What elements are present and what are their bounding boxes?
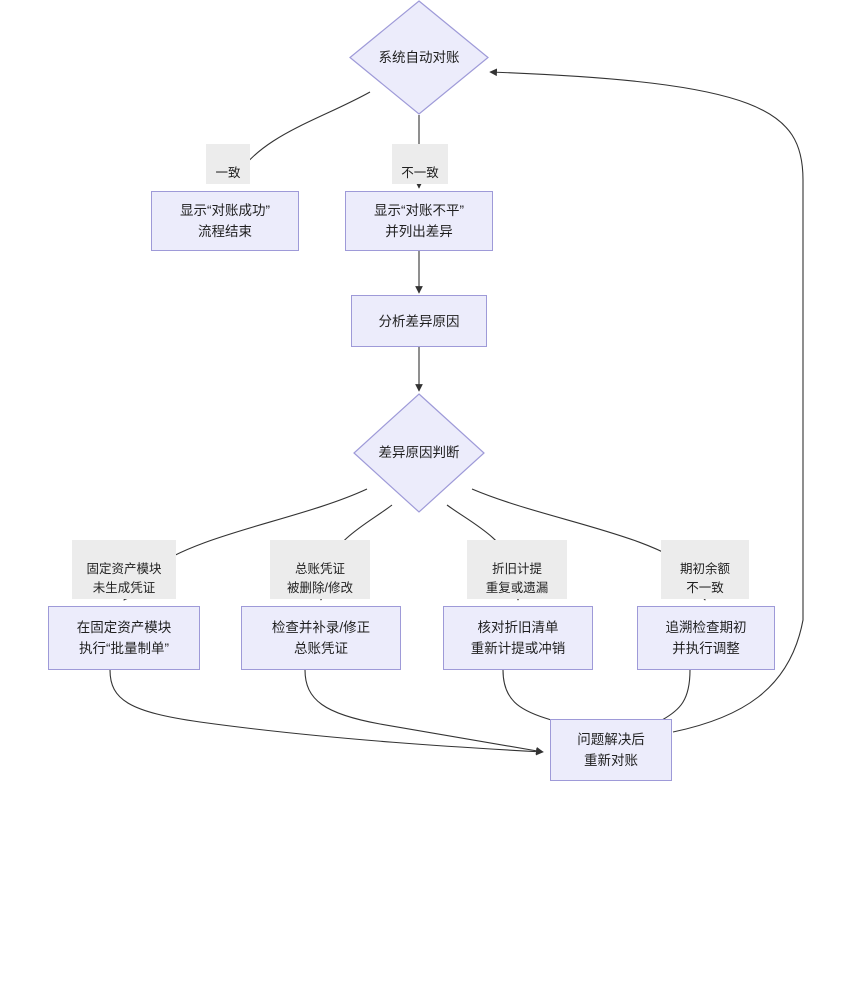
node-system-auto-reconcile[interactable]: 系统自动对账 xyxy=(349,0,489,115)
edge-label-asset-no-voucher: 固定资产模块 未生成凭证 xyxy=(72,540,176,599)
edge-label-text: 一致 xyxy=(215,166,241,180)
node-label: 核对折旧清单 重新计提或冲销 xyxy=(470,620,566,656)
edge-label-gl-voucher-changed: 总账凭证 被删除/修改 xyxy=(270,540,370,599)
node-re-reconcile-after-fix[interactable]: 问题解决后 重新对账 xyxy=(550,719,672,781)
diamond-shape xyxy=(353,393,485,513)
edge-n9-n10 xyxy=(651,669,691,727)
node-fixed-asset-batch-voucher[interactable]: 在固定资产模块 执行“批量制单” xyxy=(48,606,200,670)
edge-n7-n10 xyxy=(304,669,544,755)
node-label: 显示“对账不平” 并列出差异 xyxy=(374,203,464,239)
edge-n8-n10 xyxy=(502,669,571,728)
node-label: 检查并补录/修正 总账凭证 xyxy=(271,620,371,656)
node-trace-opening-balance[interactable]: 追溯检查期初 并执行调整 xyxy=(637,606,775,670)
edge-label-text: 固定资产模块 未生成凭证 xyxy=(86,562,162,595)
edge-label-match: 一致 xyxy=(206,144,250,184)
edge-label-mismatch: 不一致 xyxy=(392,144,448,184)
diamond-shape xyxy=(349,0,489,115)
edge-label-text: 总账凭证 被删除/修改 xyxy=(287,562,353,595)
node-verify-depreciation-list[interactable]: 核对折旧清单 重新计提或冲销 xyxy=(443,606,593,670)
node-show-reconcile-success[interactable]: 显示“对账成功” 流程结束 xyxy=(151,191,299,251)
edge-n10-n1 xyxy=(489,68,804,733)
node-label: 追溯检查期初 并执行调整 xyxy=(665,620,747,656)
node-show-reconcile-mismatch[interactable]: 显示“对账不平” 并列出差异 xyxy=(345,191,493,251)
node-analyze-difference-cause[interactable]: 分析差异原因 xyxy=(351,295,487,347)
edge-label-text: 不一致 xyxy=(401,166,439,180)
edge-label-opening-balance-mismatch: 期初余额 不一致 xyxy=(661,540,749,599)
node-label: 显示“对账成功” 流程结束 xyxy=(180,203,270,239)
node-label: 问题解决后 重新对账 xyxy=(577,732,645,768)
node-label: 分析差异原因 xyxy=(378,313,460,329)
node-check-fix-gl-voucher[interactable]: 检查并补录/修正 总账凭证 xyxy=(241,606,401,670)
node-label: 在固定资产模块 执行“批量制单” xyxy=(76,620,172,656)
edge-label-text: 折旧计提 重复或遗漏 xyxy=(485,562,549,595)
edge-label-depreciation-issue: 折旧计提 重复或遗漏 xyxy=(467,540,567,599)
edge-label-text: 期初余额 不一致 xyxy=(679,562,730,595)
node-difference-cause-decision[interactable]: 差异原因判断 xyxy=(353,393,485,513)
edge-n6-n10 xyxy=(109,669,544,756)
